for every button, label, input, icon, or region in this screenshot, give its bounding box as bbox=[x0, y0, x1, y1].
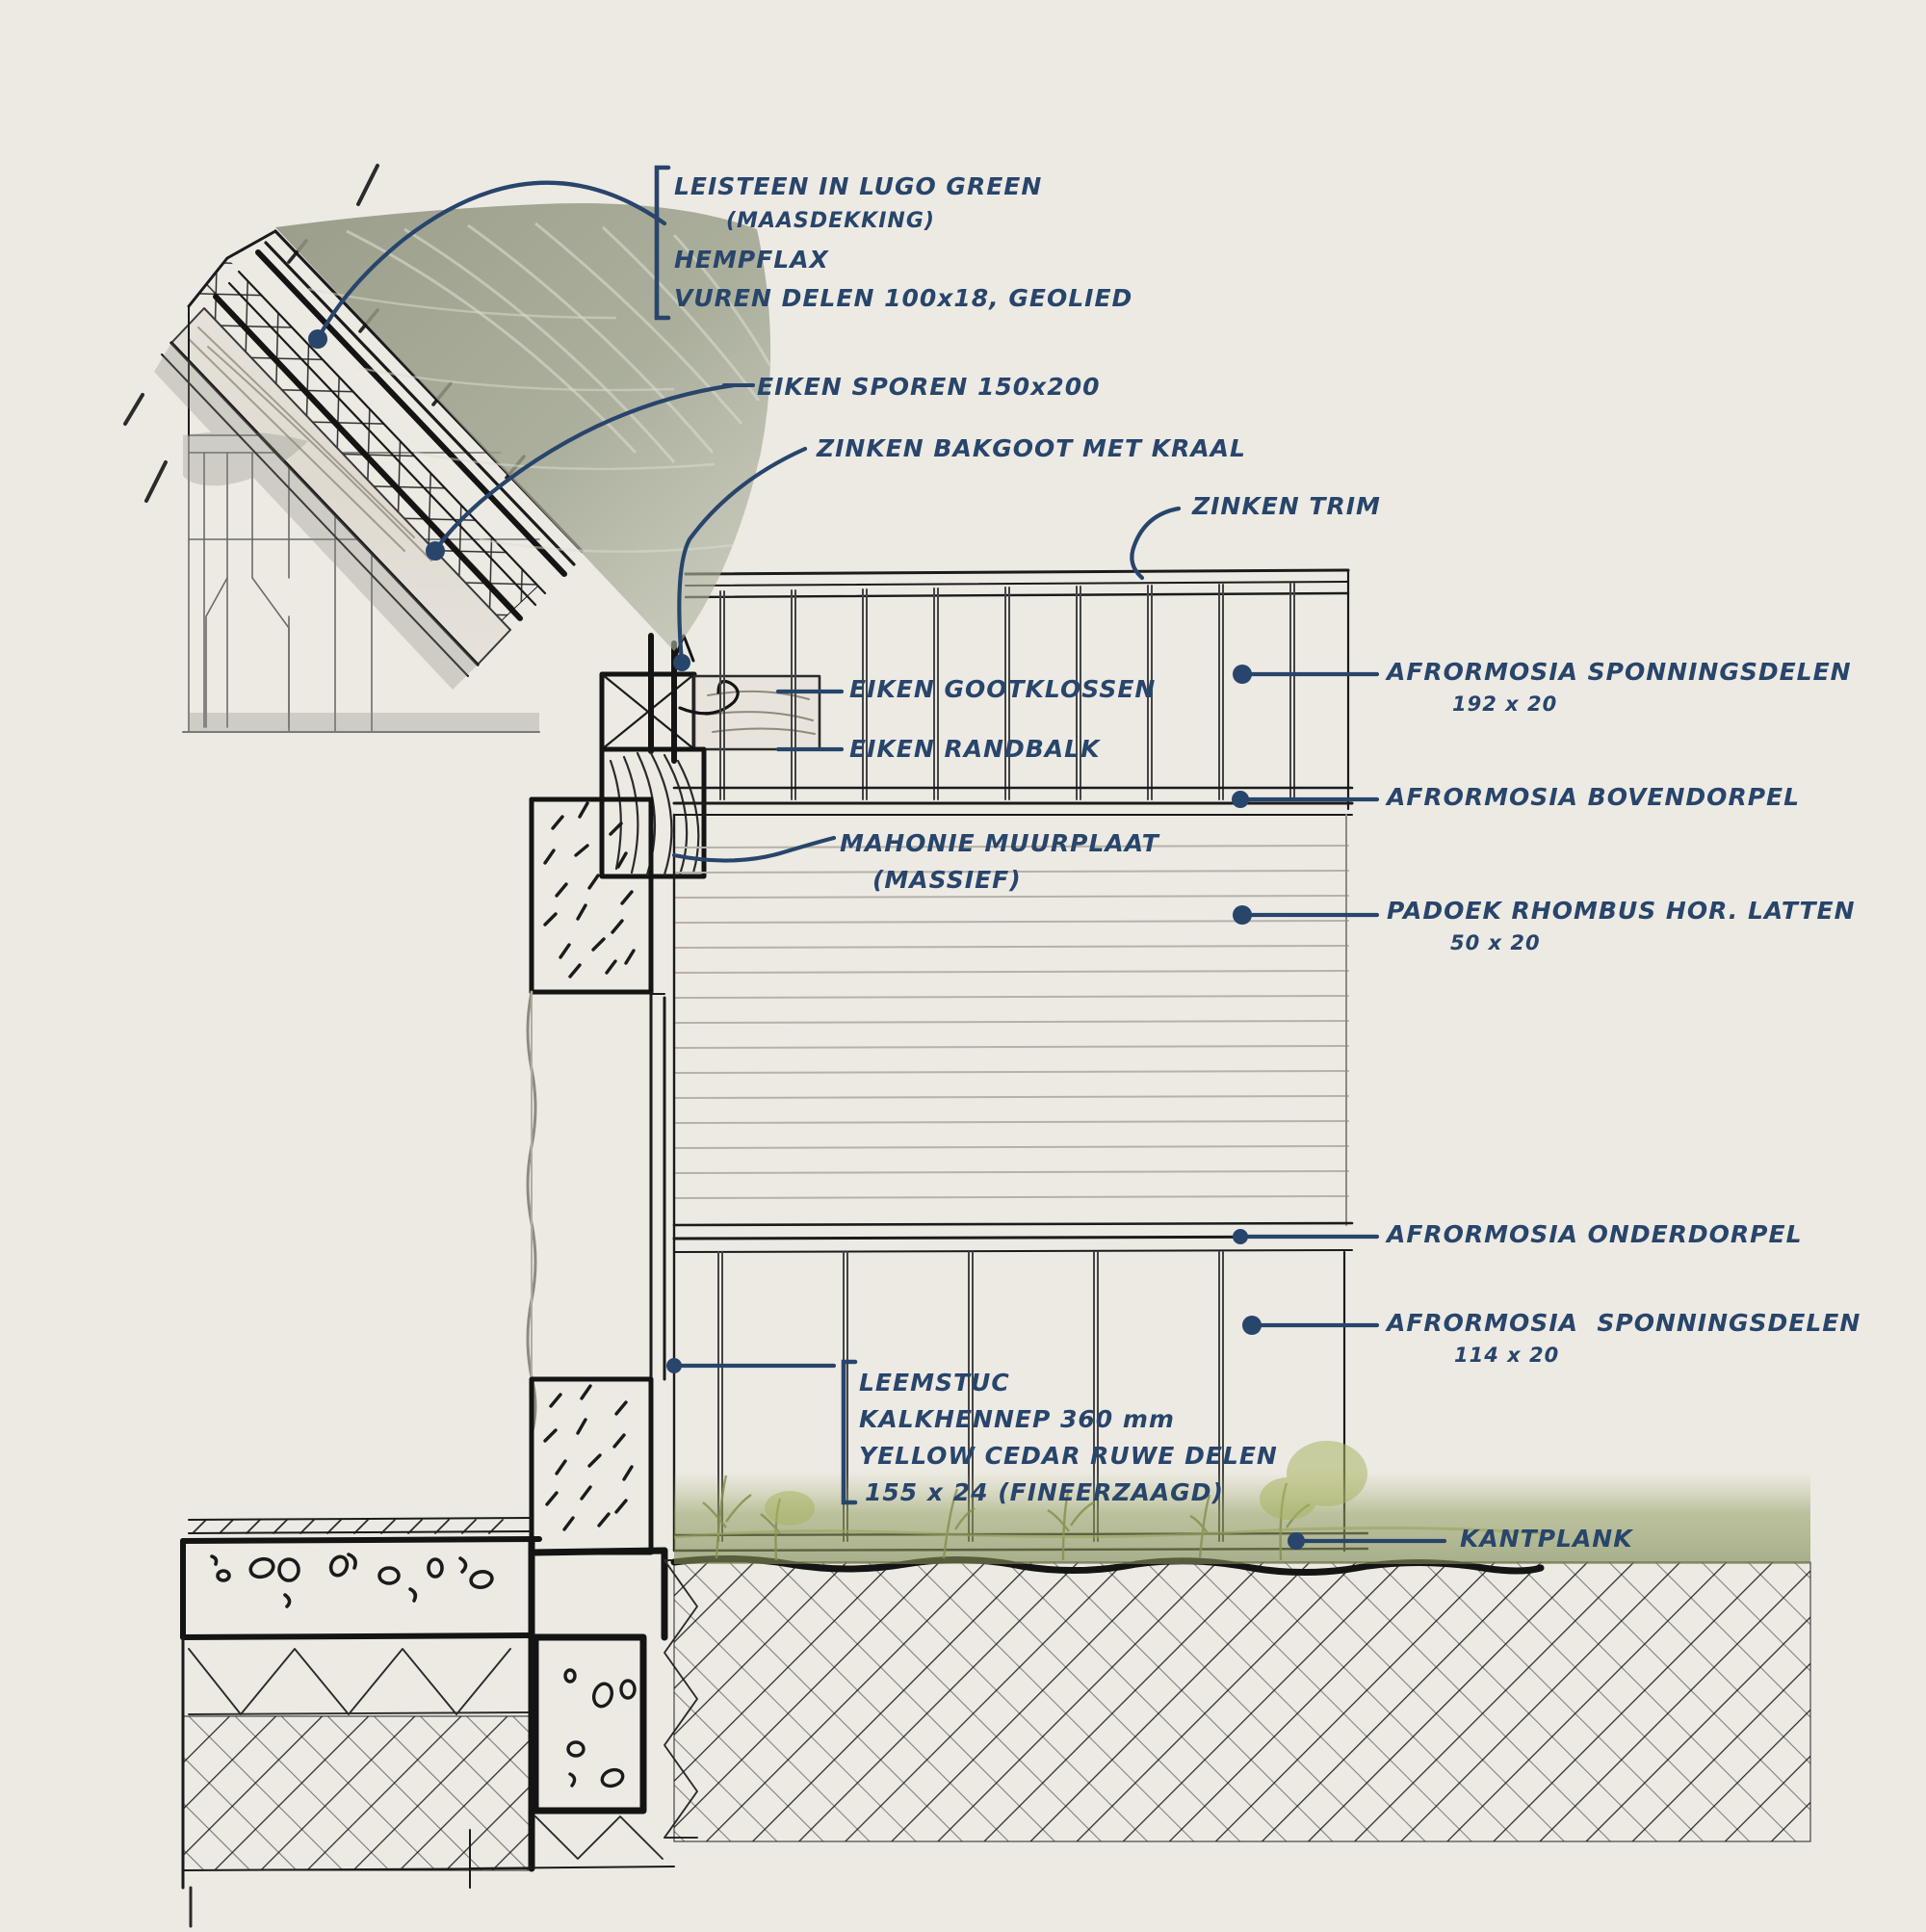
wall-buildup-note-line-2: KALKHENNEP 360 mm bbox=[859, 1405, 1175, 1433]
afrormosia-boards-lower-label: AFRORMOSIA SPONNINGSDELEN bbox=[1387, 1309, 1861, 1337]
mahogany-wall-plate-label-line-2: (MASSIEF) bbox=[872, 866, 1022, 894]
afrormosia-boards-upper-label: AFRORMOSIA SPONNINGSDELEN bbox=[1387, 658, 1852, 686]
mahogany-wall-plate-label-line-1: MAHONIE MUURPLAAT bbox=[840, 829, 1159, 857]
roof-buildup-note-line-3: HEMPFLAX bbox=[674, 246, 829, 274]
padouk-battens-size: 50 x 20 bbox=[1450, 931, 1541, 954]
afrormosia-bottom-rail-label: AFRORMOSIA ONDERDORPEL bbox=[1387, 1220, 1803, 1248]
grade-vegetation bbox=[673, 1441, 1810, 1564]
oak-rafters-label: EIKEN SPOREN 150x200 bbox=[757, 373, 1101, 401]
afrormosia-top-rail-label: AFRORMOSIA BOVENDORPEL bbox=[1387, 783, 1801, 811]
pencil-shading bbox=[154, 343, 539, 732]
wall-buildup-note-line-4: 155 x 24 (FINEERZAAGD) bbox=[865, 1478, 1224, 1506]
roof-buildup-note-line-4: VUREN DELEN 100x18, GEOLIED bbox=[674, 284, 1133, 312]
roof-buildup-note-line-1: LEISTEEN IN LUGO GREEN bbox=[674, 172, 1043, 200]
afrormosia-boards-lower-size: 114 x 20 bbox=[1454, 1344, 1560, 1367]
oak-gutter-brackets-label: EIKEN GOOTKLOSSEN bbox=[849, 675, 1157, 703]
zinc-gutter-label: ZINKEN BAKGOOT MET KRAAL bbox=[817, 434, 1246, 462]
wall-buildup-note-line-3: YELLOW CEDAR RUWE DELEN bbox=[859, 1442, 1278, 1470]
skirting-board-label: KANTPLANK bbox=[1460, 1525, 1633, 1553]
oak-edge-beam-label: EIKEN RANDBALK bbox=[849, 735, 1101, 763]
zinc-trim-label: ZINKEN TRIM bbox=[1192, 492, 1381, 520]
roof-buildup-note-line-2: (MAASDEKKING) bbox=[726, 209, 935, 233]
wall-buildup-note-line-1: LEEMSTUC bbox=[859, 1369, 1010, 1397]
afrormosia-boards-upper-size: 192 x 20 bbox=[1452, 692, 1558, 716]
padouk-battens-label: PADOEK RHOMBUS HOR. LATTEN bbox=[1387, 897, 1856, 925]
